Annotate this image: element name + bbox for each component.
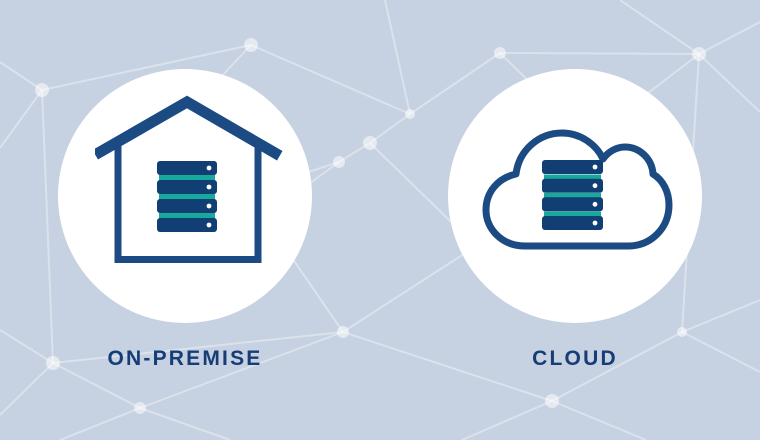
server-stack-icon: [157, 161, 217, 232]
on-premise-label: ON-PREMISE: [107, 347, 263, 370]
network-nodes: [35, 38, 706, 414]
cloud-with-server-icon: [482, 129, 673, 250]
cloud-label: CLOUD: [532, 347, 618, 370]
server-stack-icon: [542, 160, 603, 230]
house-walls: [114, 145, 262, 263]
house-roof: [95, 95, 283, 161]
house-with-server-icon: [95, 95, 283, 263]
